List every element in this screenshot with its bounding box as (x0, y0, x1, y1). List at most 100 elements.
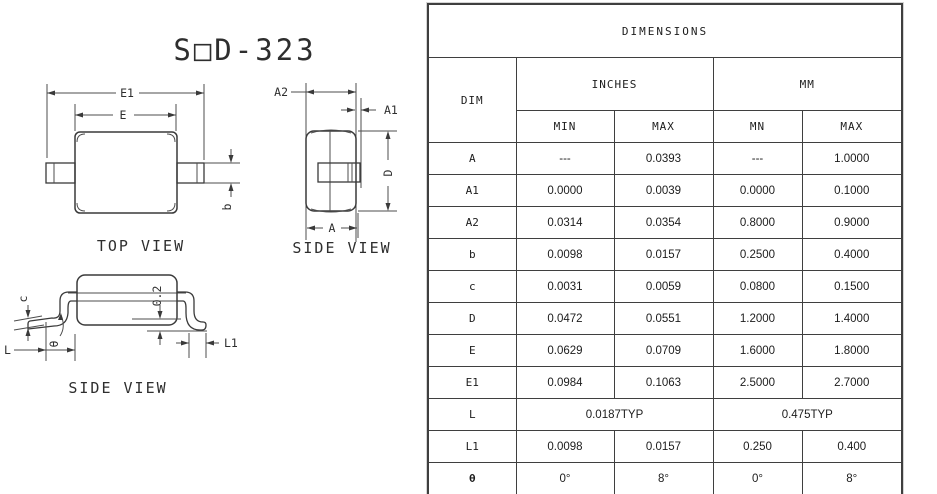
cell-mm-max: 1.4000 (801, 302, 903, 335)
cell-mm-min: 0.0000 (712, 174, 803, 207)
corner-arc (166, 202, 176, 212)
cell-mm-min: 1.6000 (712, 334, 803, 367)
cell-in-max: 0.1063 (613, 366, 714, 399)
cell-in-max: 0.0709 (613, 334, 714, 367)
dimension-a: A (307, 213, 359, 238)
package-body-side-view (76, 274, 178, 326)
dim-label-c: c (16, 296, 30, 303)
header-dim: DIM (427, 57, 517, 143)
cell-mm-min: --- (712, 142, 803, 175)
dimensions-table: DIMENSIONS DIM INCHES MM MIN MAX MN MAX … (427, 3, 904, 494)
dim-label-l1: L1 (224, 336, 238, 350)
cell-in-min: 0.0984 (515, 366, 615, 399)
right-lead (176, 162, 205, 184)
table-row: L 0.0187TYP 0.475TYP (427, 398, 903, 431)
header-inches: INCHES (515, 57, 714, 111)
cell-mm-max: 0.4000 (801, 238, 903, 271)
dim-label-e1: E1 (120, 86, 134, 100)
cell-mm-min: 0° (712, 462, 803, 494)
header-in-max: MAX (613, 110, 714, 143)
table-row: A2 0.0314 0.0354 0.8000 0.9000 (427, 206, 903, 239)
cell-dim: b (427, 238, 517, 271)
dim-label-a: A (329, 221, 336, 235)
package-outline-drawing: S□D-323 E1 (4, 33, 398, 397)
table-title-row: DIMENSIONS (427, 3, 903, 58)
body-dome-top (310, 129, 352, 134)
package-body-end-view (305, 130, 357, 212)
dimension-c: c (13, 296, 45, 341)
corner-arc (76, 202, 86, 212)
end-view: A2 A1 D (274, 83, 398, 257)
dim-label-standoff: 0.2 (150, 286, 164, 307)
cell-dim: D (427, 302, 517, 335)
cell-in-min: 0.0000 (515, 174, 615, 207)
table-title: DIMENSIONS (427, 3, 903, 58)
dim-label-a2: A2 (274, 85, 288, 99)
cell-in-max: 0.0551 (613, 302, 714, 335)
cell-mm-max: 0.1500 (801, 270, 903, 303)
cell-in-min: 0.0472 (515, 302, 615, 335)
side-view: 0.2 c θ (4, 274, 238, 397)
table-row: A --- 0.0393 --- 1.0000 (427, 142, 903, 175)
dimension-e: E (74, 104, 177, 131)
dimension-l: L (4, 322, 76, 361)
dim-label-theta: θ (47, 340, 61, 347)
cell-mm-max: 0.400 (801, 430, 903, 463)
cell-mm-min: 0.8000 (712, 206, 803, 239)
dimension-standoff: 0.2 (132, 286, 207, 345)
dimension-e1: E1 (46, 84, 205, 160)
top-view: E1 E b TOP VIEW (45, 84, 240, 255)
table-row: A1 0.0000 0.0039 0.0000 0.1000 (427, 174, 903, 207)
table-group-header-row: DIM INCHES MM (427, 57, 903, 143)
dimension-l1: L1 (176, 333, 238, 358)
cell-mm-min: 1.2000 (712, 302, 803, 335)
cell-mm-min: 0.250 (712, 430, 803, 463)
cell-mm-min: 2.5000 (712, 366, 803, 399)
cell-dim: A2 (427, 206, 517, 239)
dim-label-a1: A1 (384, 103, 398, 117)
dimension-theta: θ (47, 313, 64, 347)
cell-dim: E1 (427, 366, 517, 399)
dimension-d: D (358, 130, 397, 212)
dimension-a1: A1 (341, 103, 398, 117)
dimension-a2: A2 (274, 85, 356, 99)
cell-mm-max: 1.0000 (801, 142, 903, 175)
cell-dim: c (427, 270, 517, 303)
cell-in-max: 0.0039 (613, 174, 714, 207)
table-row: θ 0° 8° 0° 8° (427, 462, 903, 494)
corner-arc (76, 133, 86, 143)
table-row: D 0.0472 0.0551 1.2000 1.4000 (427, 302, 903, 335)
side-view-caption: SIDE VIEW (68, 379, 167, 397)
cell-in-min: 0.0098 (515, 430, 615, 463)
table-row: c 0.0031 0.0059 0.0800 0.1500 (427, 270, 903, 303)
table-row: E 0.0629 0.0709 1.6000 1.8000 (427, 334, 903, 367)
cell-in-min: 0.0031 (515, 270, 615, 303)
right-gullwing-lead (176, 291, 207, 331)
dim-label-e: E (120, 108, 127, 122)
cell-in-min: 0° (515, 462, 615, 494)
cell-in-min: --- (515, 142, 615, 175)
header-mm-min: MN (712, 110, 803, 143)
package-body-top-view (74, 131, 178, 214)
left-lead (45, 162, 76, 184)
top-view-caption: TOP VIEW (97, 237, 185, 255)
page-title: S□D-323 (173, 33, 316, 67)
lead-end-view (317, 162, 361, 183)
cell-dim: E (427, 334, 517, 367)
body-dome-bottom (310, 208, 352, 213)
cell-mm-max: 2.7000 (801, 366, 903, 399)
cell-mm-min: 0.0800 (712, 270, 803, 303)
cell-mm-min: 0.2500 (712, 238, 803, 271)
cell-in-typ: 0.0187TYP (515, 398, 714, 431)
table-row: E1 0.0984 0.1063 2.5000 2.7000 (427, 366, 903, 399)
cell-in-max: 8° (613, 462, 714, 494)
cell-in-max: 0.0157 (613, 238, 714, 271)
cell-dim: L (427, 398, 517, 431)
cell-in-min: 0.0314 (515, 206, 615, 239)
cell-mm-max: 1.8000 (801, 334, 903, 367)
cell-mm-max: 8° (801, 462, 903, 494)
dim-label-l: L (4, 343, 11, 357)
cell-in-max: 0.0354 (613, 206, 714, 239)
dimension-b: b (204, 149, 240, 210)
